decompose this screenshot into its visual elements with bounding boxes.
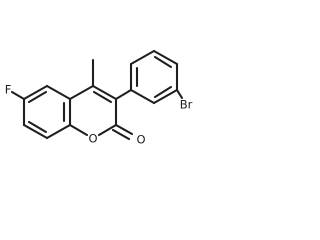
bond-p3-p4-inner xyxy=(153,55,173,69)
bond-c7-c8-inner xyxy=(27,120,48,134)
bond-p5-p6-inner xyxy=(153,85,173,99)
bond-c2-o1 xyxy=(97,123,118,137)
bromine-bond xyxy=(175,88,184,100)
benzo-ring xyxy=(22,84,72,140)
pyranone-ring xyxy=(68,84,118,137)
bond-p3-p4 xyxy=(152,49,179,66)
bond-c5-c6-inner xyxy=(27,90,48,104)
molecule-structure: F Br O O xyxy=(5,49,193,147)
bromophenyl-ring xyxy=(129,49,179,105)
aryl-link-bond xyxy=(114,88,133,101)
bond-c4a-c5 xyxy=(45,84,72,101)
bond-c4a-c4 xyxy=(68,84,95,101)
bond-c2-o-carbonyl xyxy=(114,123,134,136)
bond-c4-c3 xyxy=(91,84,118,101)
bond-p6-p1 xyxy=(129,88,156,105)
bond-p5-p6 xyxy=(152,88,179,105)
carbonyl-group xyxy=(111,123,134,141)
bromine-label: Br xyxy=(180,98,193,112)
carbonyl-oxygen-label: O xyxy=(136,133,145,147)
bond-p2-p3 xyxy=(129,49,156,66)
bond-c4-c3-inner xyxy=(92,90,113,104)
bond-c5-c6 xyxy=(22,84,49,101)
bond-o1-c8a xyxy=(68,123,89,137)
ring-oxygen-label: O xyxy=(88,132,97,146)
bond-c2-o-carbonyl-second xyxy=(111,128,131,141)
bond-c7-c8 xyxy=(22,123,49,140)
fluorine-bond xyxy=(10,90,26,101)
molecule-diagram: F Br O O xyxy=(5,49,193,147)
bond-c8-c8a xyxy=(45,123,72,140)
fluorine-label: F xyxy=(5,83,12,97)
